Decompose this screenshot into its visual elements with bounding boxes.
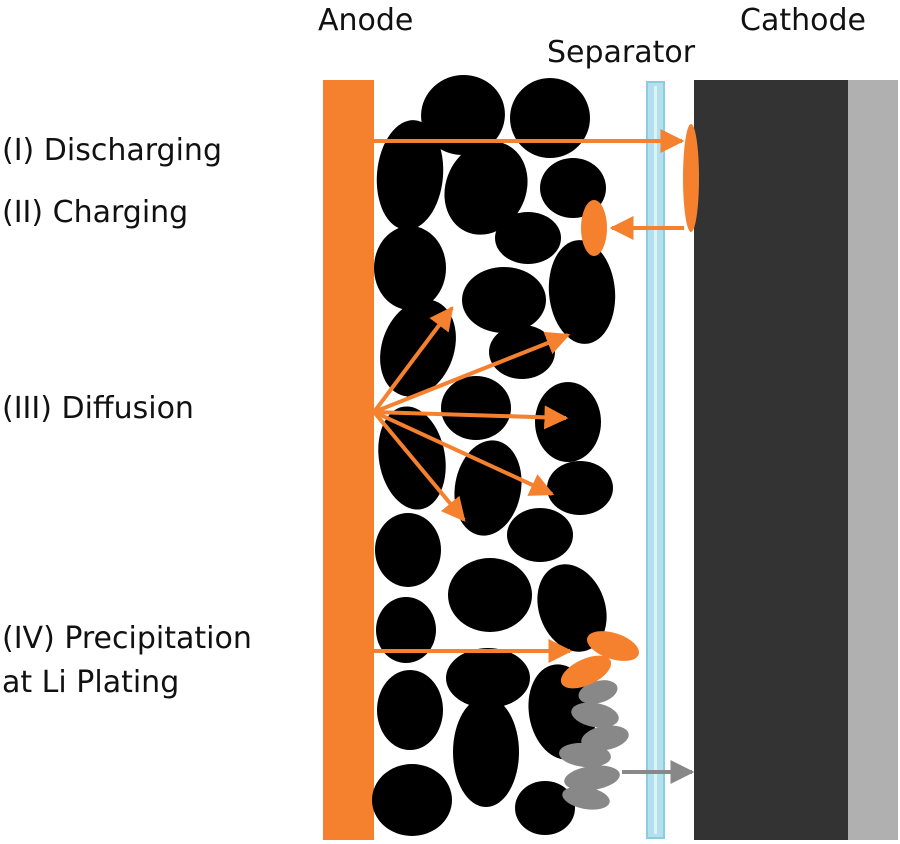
separator-label: Separator xyxy=(547,35,696,70)
graphite-particle xyxy=(444,141,528,235)
graphite-particle xyxy=(375,513,441,587)
lithium-deposit xyxy=(560,655,612,689)
precipitation-label-line1: (IV) Precipitation xyxy=(2,621,252,656)
graphite-particle xyxy=(377,670,443,750)
graphite-particle xyxy=(537,564,607,652)
graphite-particle xyxy=(548,240,616,344)
lithium-ion-intercalating xyxy=(581,200,607,256)
graphite-particle xyxy=(507,508,573,562)
discharging-label: (I) Discharging xyxy=(2,133,222,168)
graphite-particle xyxy=(374,226,446,310)
diffusion-arrows xyxy=(372,306,571,522)
graphite-particle xyxy=(528,664,596,760)
graphite-particle xyxy=(495,212,561,264)
plating-lobe xyxy=(562,786,610,810)
plating-lobe xyxy=(559,742,611,768)
graphite-particle xyxy=(446,648,530,708)
graphite-particle xyxy=(441,376,511,440)
cathode-body xyxy=(694,80,848,840)
plating-lobe xyxy=(564,765,620,791)
graphite-particle xyxy=(376,120,444,230)
diffusion-arrow xyxy=(373,405,569,430)
lithium-deposit xyxy=(587,631,639,661)
anode-current-collector xyxy=(323,80,374,840)
graphite-particle xyxy=(510,78,590,158)
graphite-particle xyxy=(462,267,546,333)
plating-dendrite xyxy=(559,680,629,810)
plating-lobe xyxy=(578,680,618,704)
diffusion-arrow xyxy=(372,306,454,414)
graphite-particle xyxy=(376,597,436,663)
graphite-particle xyxy=(448,558,532,632)
cathode-label: Cathode xyxy=(740,3,866,38)
graphite-particle xyxy=(453,697,519,807)
charging-label: (II) Charging xyxy=(2,195,189,230)
diffusion-label: (III) Diffusion xyxy=(2,391,194,426)
precipitation-label-line2: at Li Plating xyxy=(2,665,180,700)
diffusion-arrow xyxy=(373,331,571,414)
graphite-particle xyxy=(454,440,522,536)
graphite-particle xyxy=(372,764,452,836)
graphite-particle xyxy=(421,74,505,156)
plating-lobe xyxy=(571,702,619,728)
graphite-particle xyxy=(535,382,601,462)
anode-label: Anode xyxy=(318,3,414,38)
graphite-particle xyxy=(515,781,575,835)
graphite-particle xyxy=(547,461,613,515)
cathode-current-collector xyxy=(848,80,898,840)
diffusion-arrow xyxy=(372,410,466,522)
lithium-ion-at-cathode xyxy=(683,124,699,232)
diffusion-arrow xyxy=(373,410,555,496)
